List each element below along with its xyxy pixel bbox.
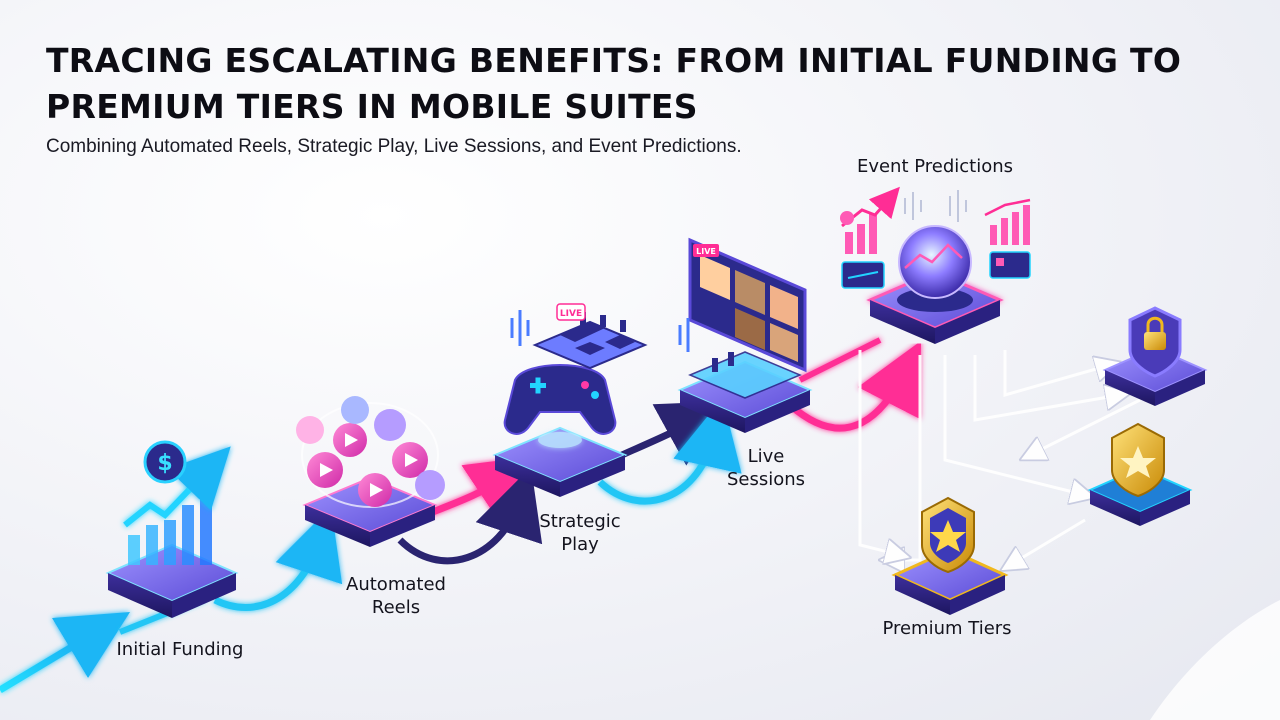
svg-text:$: $ — [157, 451, 172, 476]
play-reel-discs — [296, 396, 445, 507]
initial-funding-icon: $ — [105, 440, 239, 618]
live-badge-small-text: LIVE — [560, 309, 582, 319]
arrow-live-to-predictions-line — [798, 337, 882, 383]
strategic-play-icon: LIVE — [492, 303, 648, 497]
chessboard-small — [532, 312, 648, 370]
prediction-chart-right — [984, 198, 1031, 279]
page-title: TRACING ESCALATING BENEFITS: FROM INITIA… — [46, 41, 1182, 126]
sound-wave-left — [510, 310, 530, 346]
arrow-start-to-initial — [0, 611, 131, 694]
label-live-sessions: Live Sessions — [726, 446, 806, 490]
crystal-ball — [898, 225, 972, 299]
automated-reels-icon — [296, 396, 445, 547]
arrow-play-to-live-curve — [597, 397, 742, 505]
sound-wave-top — [904, 190, 967, 222]
prediction-chart-left — [840, 186, 900, 289]
background-sweep — [1150, 600, 1280, 720]
label-initial-funding: Initial Funding — [116, 639, 244, 660]
arrow-initial-to-reels — [213, 506, 343, 611]
gamepad-icon — [503, 364, 617, 435]
live-badge-screen-text: LIVE — [696, 247, 716, 256]
live-sessions-icon: LIVE — [677, 237, 813, 433]
label-strategic-play: Strategic Play — [539, 511, 621, 555]
gold-shield-icon — [1087, 422, 1193, 526]
event-predictions-icon — [840, 186, 1031, 344]
label-premium-tiers: Premium Tiers — [882, 618, 1012, 639]
premium-network-lines — [858, 350, 1141, 565]
sound-wave-live — [678, 318, 690, 352]
label-event-predictions: Event Predictions — [856, 156, 1014, 177]
live-badge-small — [556, 303, 586, 321]
arrow-reels-to-play-curve — [397, 466, 543, 565]
lock-shield-icon — [1102, 306, 1208, 406]
label-automated-reels: Automated Reels — [346, 574, 446, 618]
premium-tiers-icon — [891, 496, 1009, 615]
arrow-live-to-predictions — [787, 340, 922, 432]
page-subtitle: Combining Automated Reels, Strategic Pla… — [46, 136, 742, 157]
